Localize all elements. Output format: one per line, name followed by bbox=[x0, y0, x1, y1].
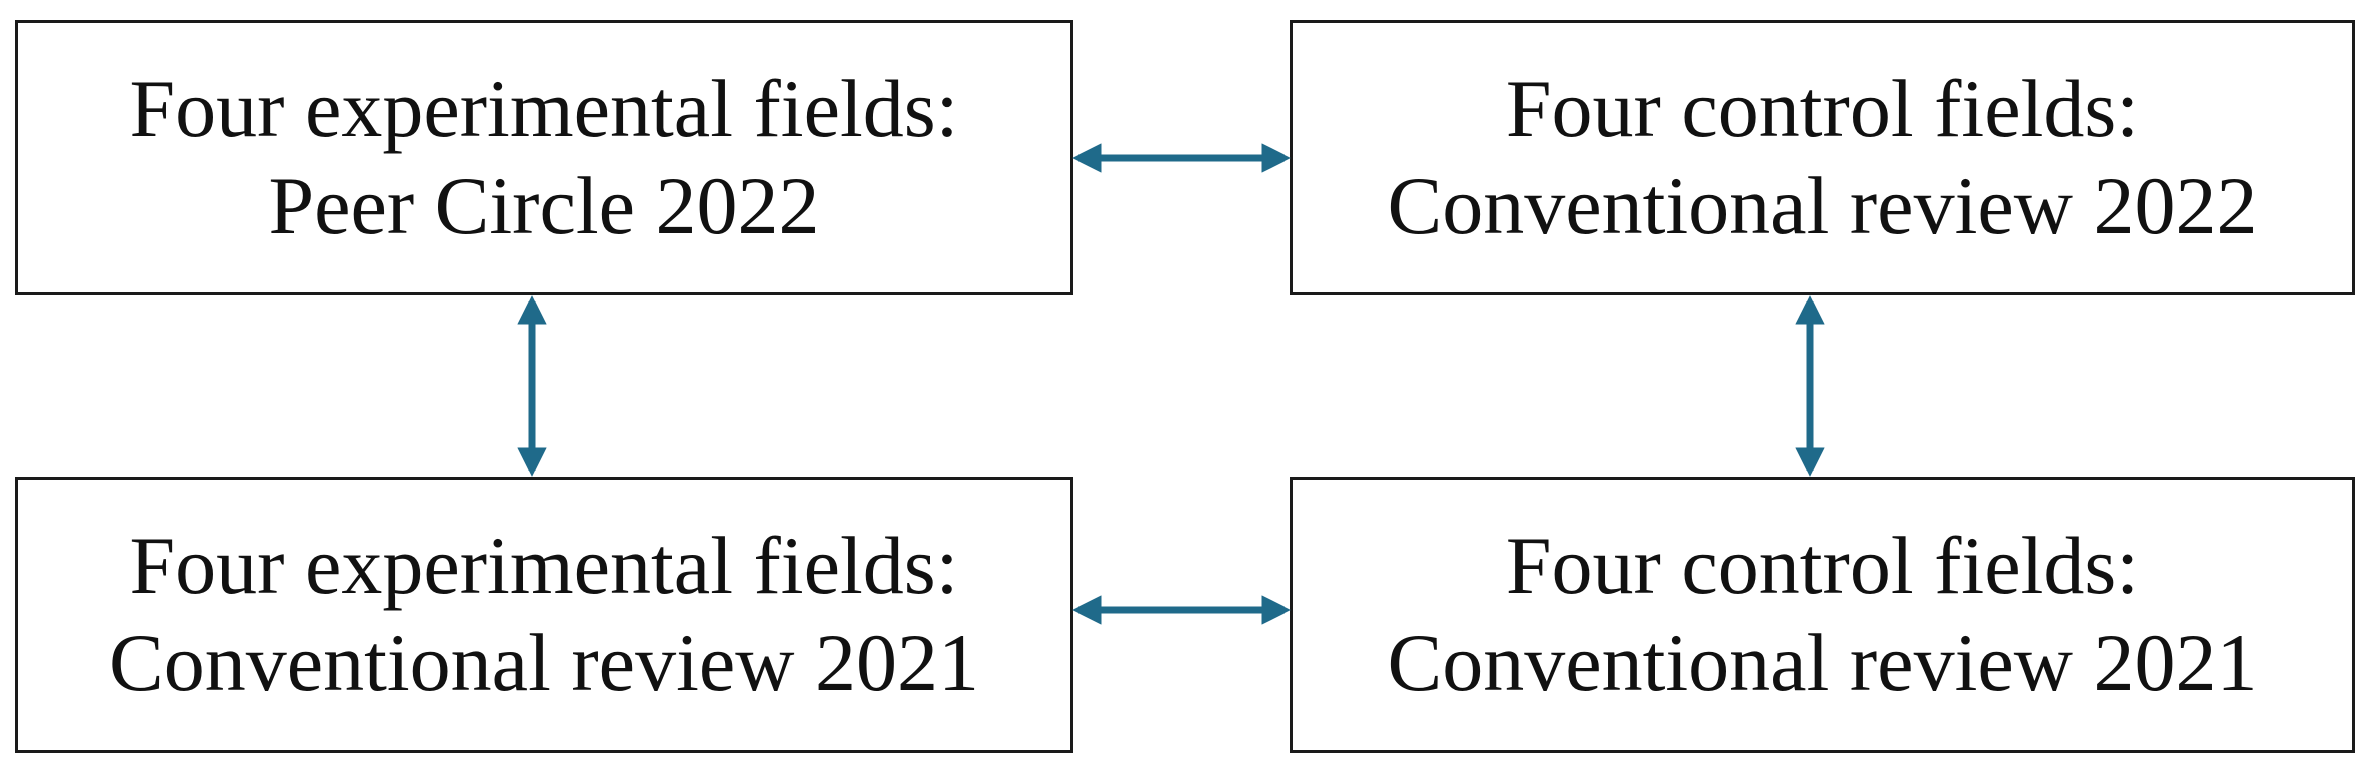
control-2021-box: Four control fields: Conventional review… bbox=[1290, 477, 2355, 753]
experimental-2022-box: Four experimental fields: Peer Circle 20… bbox=[15, 20, 1073, 295]
box-title: Four experimental fields: bbox=[129, 62, 959, 154]
experimental-2021-box: Four experimental fields: Conventional r… bbox=[15, 477, 1073, 753]
box-title: Four control fields: bbox=[1505, 62, 2140, 154]
box-subtitle: Peer Circle 2022 bbox=[268, 159, 820, 251]
box-title: Four control fields: bbox=[1505, 520, 2140, 612]
box-subtitle: Conventional review 2021 bbox=[109, 617, 979, 708]
control-2022-box: Four control fields: Conventional review… bbox=[1290, 20, 2355, 295]
box-subtitle: Conventional review 2022 bbox=[1387, 159, 2258, 251]
box-subtitle: Conventional review 2021 bbox=[1387, 617, 2258, 708]
box-title: Four experimental fields: bbox=[129, 520, 959, 612]
